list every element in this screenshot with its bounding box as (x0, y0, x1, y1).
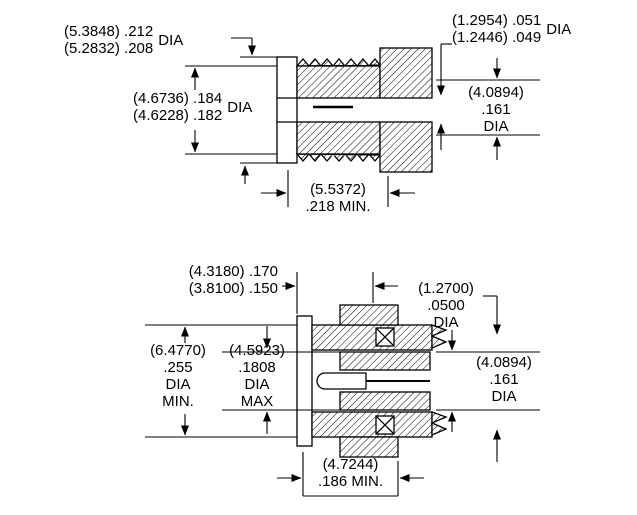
dim-unit: DIA (483, 118, 509, 135)
bottom-insulator-dia-label: (4.5923) .1808 DIA MAX (222, 342, 292, 410)
dim-qualifier: MIN. (162, 393, 194, 410)
top-body-dia-label: (4.6736) .184 (4.6228) .182 DIA (133, 90, 252, 124)
top-pin-dia-label: (1.2954) .051 (1.2446) .049 DIA (452, 12, 571, 46)
dim-value: (1.2954) .051 (452, 12, 542, 29)
dim-value: .161 (489, 371, 519, 388)
bottom-view-dimensions (145, 272, 540, 497)
dim-value: (5.2832) .208 (64, 40, 154, 57)
dim-unit: DIA (491, 388, 517, 405)
dim-value: (5.3848) .212 (64, 23, 154, 40)
bottom-length-label: (4.7244) .186 MIN. (303, 456, 398, 490)
dim-value: (3.8100) .150 (188, 280, 278, 297)
dim-unit: DIA (165, 376, 191, 393)
dim-value: .255 (163, 359, 193, 376)
dim-value: (5.5372) (310, 181, 366, 198)
dim-value: (4.0894) (468, 84, 524, 101)
dim-unit: DIA (244, 376, 270, 393)
top-view-drawing (276, 47, 433, 173)
dim-value: .218 MIN. (305, 198, 371, 215)
dim-value: (1.2700) (418, 280, 474, 297)
dim-value: (4.3180) .170 (188, 263, 278, 280)
bottom-outer-dia-label: (6.4770) .255 DIA MIN. (146, 342, 210, 410)
dim-value: .0500 (427, 297, 465, 314)
dim-value: (1.2446) .049 (452, 29, 542, 46)
dim-value: (6.4770) (150, 342, 206, 359)
dim-value: (4.6228) .182 (133, 107, 223, 124)
top-interface-dia-label: (4.0894) .161 DIA (458, 84, 534, 135)
dim-value: .161 (481, 101, 511, 118)
dim-qualifier: MAX (240, 393, 274, 410)
dim-value: .1808 (238, 359, 276, 376)
top-length-label: (5.5372) .218 MIN. (290, 181, 386, 215)
top-view-dimensions (185, 37, 540, 207)
dim-value: (4.0894) (476, 354, 532, 371)
dim-unit: DIA (433, 314, 459, 331)
dim-value: (4.6736) .184 (133, 90, 223, 107)
dim-value: (4.7244) (322, 456, 379, 473)
dim-unit: DIA (158, 31, 184, 49)
dim-unit: DIA (546, 20, 572, 38)
dim-value: (4.5923) (229, 342, 285, 359)
top-flange-dia-label: (5.3848) .212 (5.2832) .208 DIA (64, 23, 183, 57)
bottom-interface-dia-label: (4.0894) .161 DIA (468, 354, 540, 405)
dim-unit: DIA (227, 98, 253, 116)
dim-value: .186 MIN. (317, 473, 384, 490)
bottom-socket-dia-label: (1.2700) .0500 DIA (410, 280, 482, 331)
bottom-view-drawing (296, 304, 448, 458)
bottom-depth-label: (4.3180) .170 (3.8100) .150 (150, 263, 278, 297)
